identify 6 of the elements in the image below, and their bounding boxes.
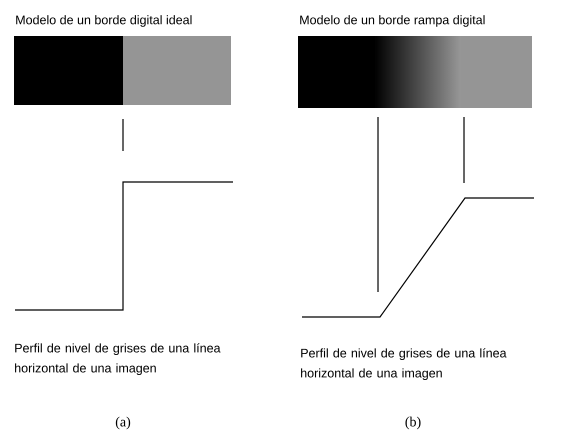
heading: Modelo de un borde digital ideal xyxy=(16,15,192,27)
panel-label: (a) xyxy=(116,416,130,430)
caption: Perfil de nivel de grises de una línea horizontal de una imagen xyxy=(301,348,507,380)
caption: Perfil de nivel de grises de una línea horizontal de una imagen xyxy=(15,343,221,375)
heading: Modelo de un borde rampa digital xyxy=(300,15,485,27)
panel-label: (b) xyxy=(405,416,421,430)
